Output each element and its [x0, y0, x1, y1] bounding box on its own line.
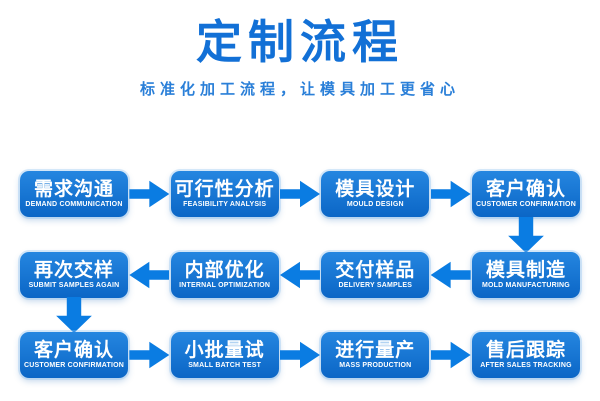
step-title: 模具设计 — [335, 179, 416, 201]
step-title: 进行量产 — [335, 340, 416, 362]
step-subtitle: INTERNAL OPTIMIZATION — [179, 281, 271, 289]
step-demand-communication: 需求沟通 DEMAND COMMUNICATION — [20, 171, 128, 217]
page-subtitle: 标准化加工流程，让模具加工更省心 — [139, 80, 460, 98]
step-customer-confirmation-1: 客户确认 CUSTOMER CONFIRMATION — [471, 171, 580, 217]
header: 定制流程 标准化加工流程，让模具加工更省心 — [0, 0, 600, 99]
step-mould-design: 模具设计 MOULD DESIGN — [321, 171, 430, 217]
step-subtitle: DEMAND COMMUNICATION — [25, 200, 123, 208]
arrow-left-icon — [279, 261, 320, 289]
step-mass-production: 进行量产 MASS PRODUCTION — [321, 332, 430, 378]
step-title: 客户确认 — [485, 179, 566, 201]
step-delivery-samples: 交付样品 DELIVERY SAMPLES — [321, 252, 430, 298]
arrow-down-icon — [56, 297, 92, 333]
step-title: 再次交样 — [33, 260, 114, 282]
step-title: 客户确认 — [33, 340, 114, 362]
flow-row-3: 客户确认 CUSTOMER CONFIRMATION 小批量试 SMALL BA… — [20, 332, 580, 378]
step-subtitle: DELIVERY SAMPLES — [338, 281, 413, 289]
arrow-right-icon — [129, 341, 170, 369]
step-feasibility-analysis: 可行性分析 FEASIBILITY ANALYSIS — [170, 171, 279, 217]
arrow-left-icon — [129, 261, 170, 289]
step-subtitle: MOULD DESIGN — [346, 200, 404, 208]
step-small-batch-test: 小批量试 SMALL BATCH TEST — [170, 332, 279, 378]
step-subtitle: MASS PRODUCTION — [339, 361, 412, 369]
arrow-down-icon — [508, 217, 544, 253]
step-after-sales-tracking: 售后跟踪 AFTER SALES TRACKING — [471, 332, 580, 378]
step-subtitle: CUSTOMER CONFIRMATION — [475, 200, 576, 208]
step-subtitle: SUBMIT SAMPLES AGAIN — [28, 281, 120, 289]
page-title: 定制流程 — [196, 16, 404, 68]
step-subtitle: CUSTOMER CONFIRMATION — [24, 361, 124, 369]
arrow-right-icon — [279, 180, 320, 208]
step-title: 需求沟通 — [33, 179, 114, 201]
step-subtitle: MOLD MANUFACTURING — [481, 281, 570, 289]
step-subtitle: AFTER SALES TRACKING — [480, 361, 572, 369]
arrow-left-icon — [430, 261, 471, 289]
step-customer-confirmation-2: 客户确认 CUSTOMER CONFIRMATION — [20, 332, 128, 378]
step-title: 内部优化 — [184, 260, 265, 282]
arrow-right-icon — [129, 180, 170, 208]
step-title: 售后跟踪 — [485, 340, 566, 362]
step-title: 交付样品 — [335, 260, 416, 282]
arrow-right-icon — [279, 341, 320, 369]
step-internal-optimization: 内部优化 INTERNAL OPTIMIZATION — [170, 252, 279, 298]
step-subtitle: FEASIBILITY ANALYSIS — [183, 200, 267, 208]
step-title: 小批量试 — [184, 340, 265, 362]
step-mold-manufacturing: 模具制造 MOLD MANUFACTURING — [471, 252, 580, 298]
flow-row-2: 再次交样 SUBMIT SAMPLES AGAIN 内部优化 INTERNAL … — [20, 252, 580, 298]
step-subtitle: SMALL BATCH TEST — [188, 361, 262, 369]
step-title: 可行性分析 — [174, 179, 275, 201]
flow-row-1: 需求沟通 DEMAND COMMUNICATION 可行性分析 FEASIBIL… — [20, 171, 580, 217]
step-title: 模具制造 — [485, 260, 566, 282]
arrow-right-icon — [430, 180, 471, 208]
arrow-right-icon — [430, 341, 471, 369]
step-submit-samples-again: 再次交样 SUBMIT SAMPLES AGAIN — [20, 252, 128, 298]
